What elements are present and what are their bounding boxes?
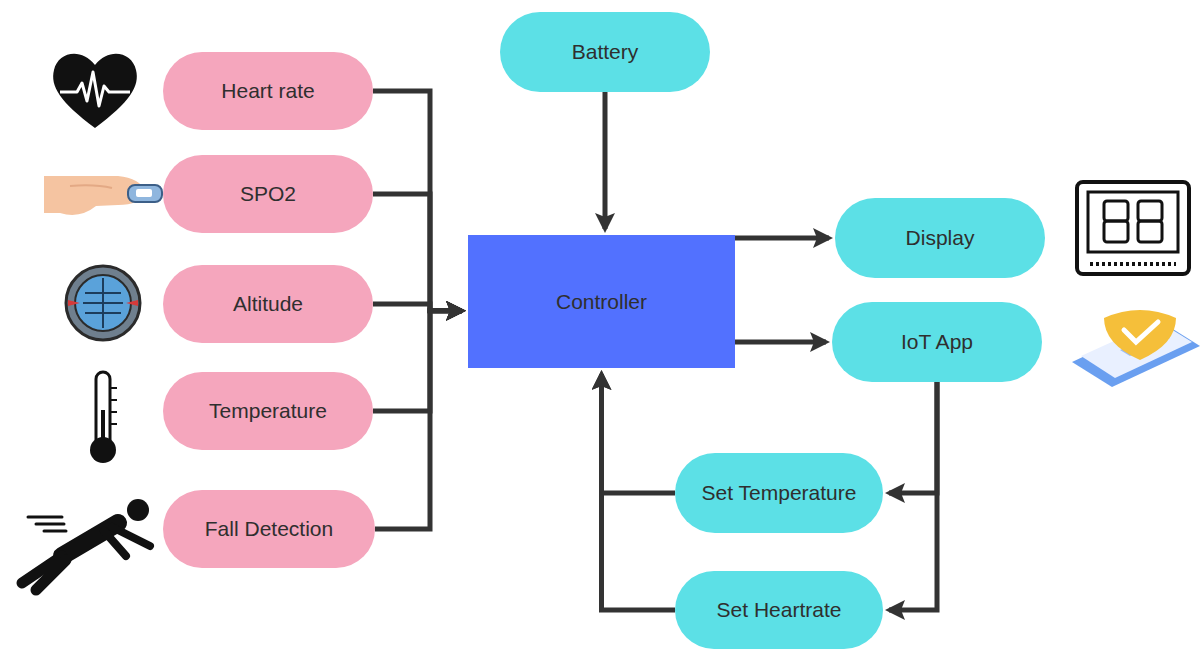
oximeter-icon — [44, 176, 162, 215]
node-label: Fall Detection — [205, 516, 333, 541]
sensor-pill: Heart rate — [163, 52, 373, 130]
output-pill: IoT App — [832, 302, 1042, 382]
sensor-pill: Temperature — [163, 372, 373, 450]
node-label: Display — [906, 225, 975, 250]
power-pill: Battery — [500, 12, 710, 92]
connector-arrow — [889, 382, 937, 493]
display-icon — [1077, 182, 1189, 274]
thermometer-icon — [90, 372, 117, 463]
node-label: Heart rate — [221, 78, 314, 103]
output-pill: Display — [835, 198, 1045, 278]
node-label: Altitude — [233, 291, 303, 316]
setting-pill: Set Temperature — [675, 453, 883, 533]
node-label: Set Temperature — [702, 480, 857, 505]
node-label: Set Heartrate — [717, 597, 842, 622]
sensor-pill: SPO2 — [163, 155, 373, 233]
connector-arrow — [373, 194, 462, 311]
connector-arrow — [375, 311, 462, 529]
connector-arrow — [603, 92, 608, 229]
connector-arrow — [735, 340, 826, 345]
connector-arrow — [889, 382, 937, 610]
connector-arrow — [735, 236, 829, 241]
app-icon — [1072, 310, 1200, 387]
node-label: Temperature — [209, 398, 327, 423]
connector-arrow — [602, 374, 676, 610]
falling-person-icon — [22, 499, 150, 590]
setting-pill: Set Heartrate — [675, 571, 883, 649]
connector-arrow — [602, 374, 676, 493]
node-label: Battery — [572, 39, 639, 64]
heart-icon — [53, 54, 137, 128]
connector-arrow — [373, 91, 462, 311]
connector-arrow — [373, 311, 462, 411]
sensor-pill: Altitude — [163, 265, 373, 343]
node-label: Controller — [556, 289, 647, 314]
node-label: IoT App — [901, 329, 973, 354]
altimeter-icon — [66, 266, 140, 340]
controller-box: Controller — [468, 235, 735, 368]
sensor-pill: Fall Detection — [163, 490, 375, 568]
node-label: SPO2 — [240, 181, 296, 206]
